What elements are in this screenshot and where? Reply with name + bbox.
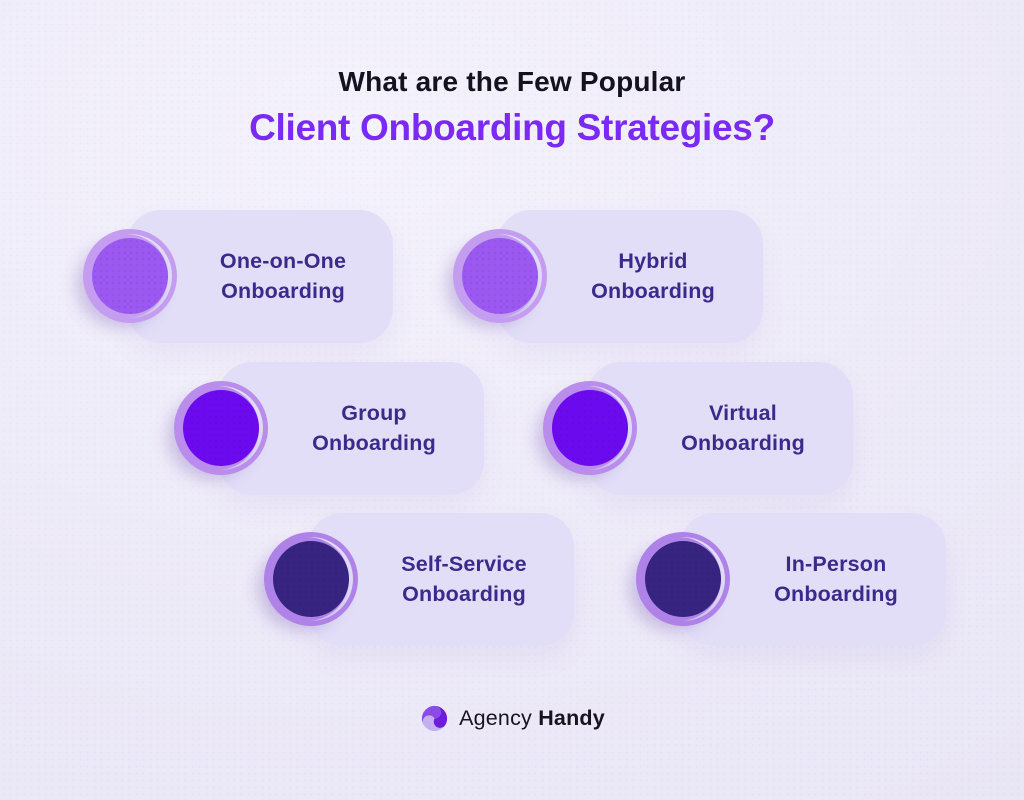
bullet-circle-icon bbox=[264, 532, 358, 626]
title-line2: Client Onboarding Strategies? bbox=[249, 107, 775, 148]
bullet-circle-icon bbox=[83, 229, 177, 323]
bullet-circle-icon bbox=[174, 381, 268, 475]
title-block: What are the Few Popular Client Onboardi… bbox=[0, 66, 1024, 149]
brand-name: Agency Handy bbox=[459, 706, 605, 731]
strategy-label-line1: Group bbox=[341, 400, 407, 425]
circle-core bbox=[183, 390, 259, 466]
brand-name-bold: Handy bbox=[538, 706, 605, 730]
strategy-label: One-on-One Onboarding bbox=[185, 210, 381, 343]
strategy-label: Self-Service Onboarding bbox=[366, 513, 562, 646]
strategy-label: Group Onboarding bbox=[276, 362, 472, 495]
agency-handy-logo-icon bbox=[422, 705, 448, 732]
circle-core bbox=[92, 238, 168, 314]
card-one-on-one-onboarding: One-on-One Onboarding bbox=[83, 210, 393, 343]
strategy-label-line1: In-Person bbox=[785, 551, 887, 576]
bullet-circle-icon bbox=[543, 381, 637, 475]
circle-core bbox=[462, 238, 538, 314]
strategy-label: In-Person Onboarding bbox=[738, 513, 934, 646]
strategy-label-line2: Onboarding bbox=[774, 581, 898, 606]
brand-name-regular: Agency bbox=[459, 706, 532, 730]
card-self-service-onboarding: Self-Service Onboarding bbox=[264, 513, 574, 646]
title-line1: What are the Few Popular bbox=[338, 66, 686, 97]
circle-ring bbox=[83, 229, 177, 323]
strategy-label-line2: Onboarding bbox=[312, 430, 436, 455]
circle-ring bbox=[543, 381, 637, 475]
circle-ring bbox=[174, 381, 268, 475]
strategy-label-line1: Self-Service bbox=[401, 551, 527, 576]
logo-swirl-medium bbox=[422, 705, 441, 725]
strategy-label-line2: Onboarding bbox=[591, 278, 715, 303]
strategy-label: Virtual Onboarding bbox=[645, 362, 841, 495]
card-group-onboarding: Group Onboarding bbox=[174, 362, 484, 495]
bullet-circle-icon bbox=[453, 229, 547, 323]
circle-ring bbox=[636, 532, 730, 626]
logo-swirl-dark bbox=[433, 705, 448, 728]
card-virtual-onboarding: Virtual Onboarding bbox=[543, 362, 853, 495]
strategy-label: Hybrid Onboarding bbox=[555, 210, 751, 343]
circle-core bbox=[552, 390, 628, 466]
card-hybrid-onboarding: Hybrid Onboarding bbox=[453, 210, 763, 343]
strategy-label-line1: Virtual bbox=[709, 400, 777, 425]
strategy-label-line2: Onboarding bbox=[402, 581, 526, 606]
brand-footer: Agency Handy bbox=[0, 703, 1024, 734]
strategy-label-line1: One-on-One bbox=[219, 248, 347, 273]
strategy-label-line2: Onboarding bbox=[681, 430, 805, 455]
bullet-circle-icon bbox=[636, 532, 730, 626]
circle-ring bbox=[453, 229, 547, 323]
logo-swirl-light bbox=[422, 715, 446, 732]
strategy-label-line1: Hybrid bbox=[618, 248, 688, 273]
strategy-label-line2: Onboarding bbox=[221, 278, 345, 303]
circle-ring bbox=[264, 532, 358, 626]
card-in-person-onboarding: In-Person Onboarding bbox=[636, 513, 946, 646]
circle-core bbox=[273, 541, 349, 617]
circle-core bbox=[645, 541, 721, 617]
